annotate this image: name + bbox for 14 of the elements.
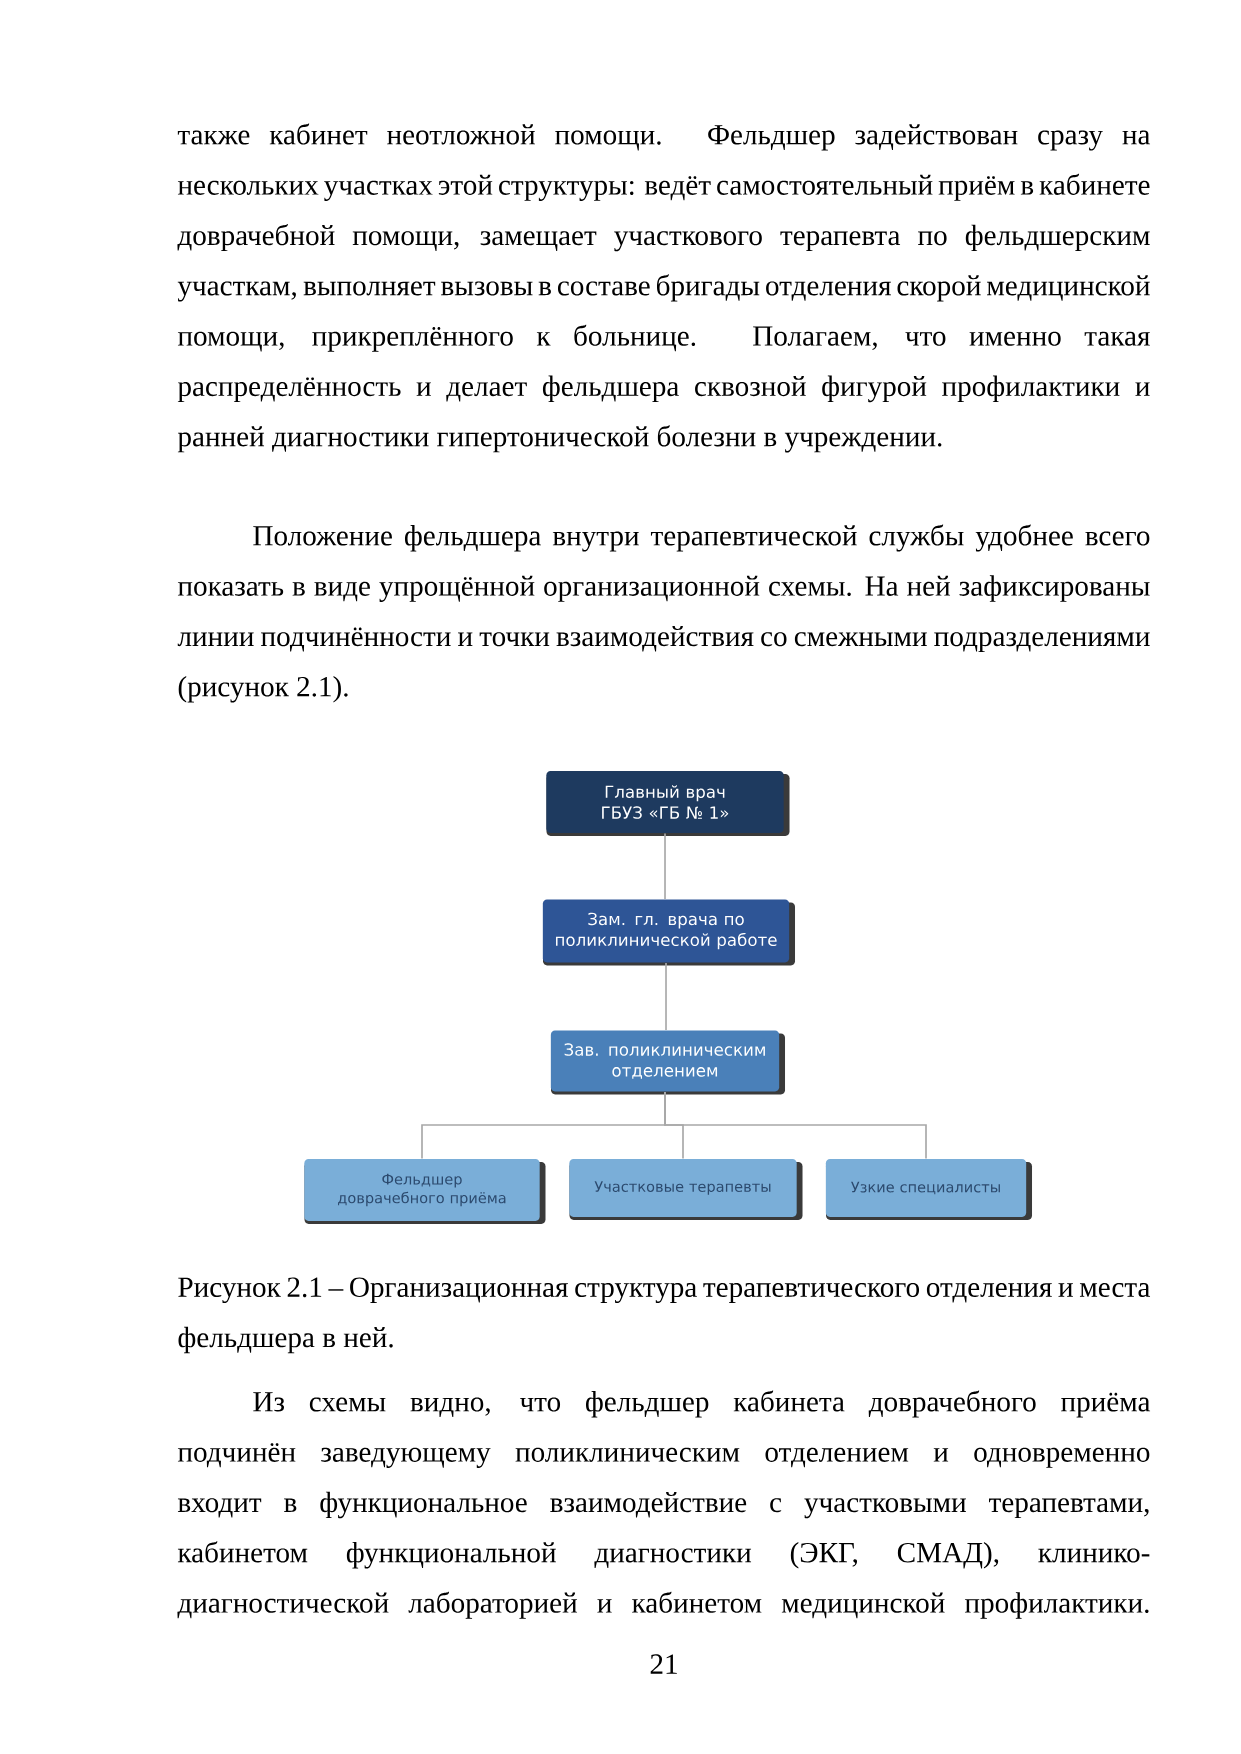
org-box: Зам. гл. врача по поликлинической работе — [542, 899, 795, 966]
body-paragraph: Положение фельдшера внутри терапевтической службы удобнее всего показать в виде упрощённой организационной схемы. На ней зафиксированы линии подчинённости и точки взаимодействия со смежными подразделениями (рисунок 2.1). — [177, 524, 1150, 703]
body-paragraph: также кабинет неотложной помощи. Фельдшер задействован сразу на нескольких участках этой структуры: ведёт самостоятельный приём в кабинете доврачебной помощи, замещает участкового терапевта по фельдшерским участкам, выполняет вызовы в составе бригады отделения скорой медицинской помощи, прикреплённого к больнице. Полагаем, что именно такая распределённость и делает фельдшера сквозной фигурой профилактики и ранней диагностики гипертонической болезни в учреждении. — [177, 123, 1151, 453]
body-paragraph: Из схемы видно, что фельдшер кабинета доврачебного приёма подчинён заведующему поликлиническим отделением и одновременно входит в функциональное взаимодействие с участковыми терапевтами, кабинетом функциональной диагностики (ЭКГ, СМАД), клинико-диагностической лабораторией и кабинетом медицинской профилактики. — [177, 1390, 1151, 1619]
connector-line — [664, 1091, 927, 1160]
org-box: Узкие специалисты — [825, 1159, 1032, 1220]
org-box: Участковые терапевты — [569, 1159, 803, 1220]
org-box: Главный врач ГБУЗ «ГБ № 1» — [546, 771, 790, 836]
page-number: 21 — [650, 1654, 677, 1674]
connector-line — [665, 962, 667, 1031]
figure-caption: Рисунок 2.1 – Организационная структура терапевтического отделения и места фельдшера в ней. — [178, 1277, 1150, 1354]
connector-line — [664, 832, 666, 900]
org-box: Зав. поликлиническим отделением — [550, 1030, 785, 1095]
org-box: Фельдшер доврачебного приёма — [304, 1159, 546, 1224]
